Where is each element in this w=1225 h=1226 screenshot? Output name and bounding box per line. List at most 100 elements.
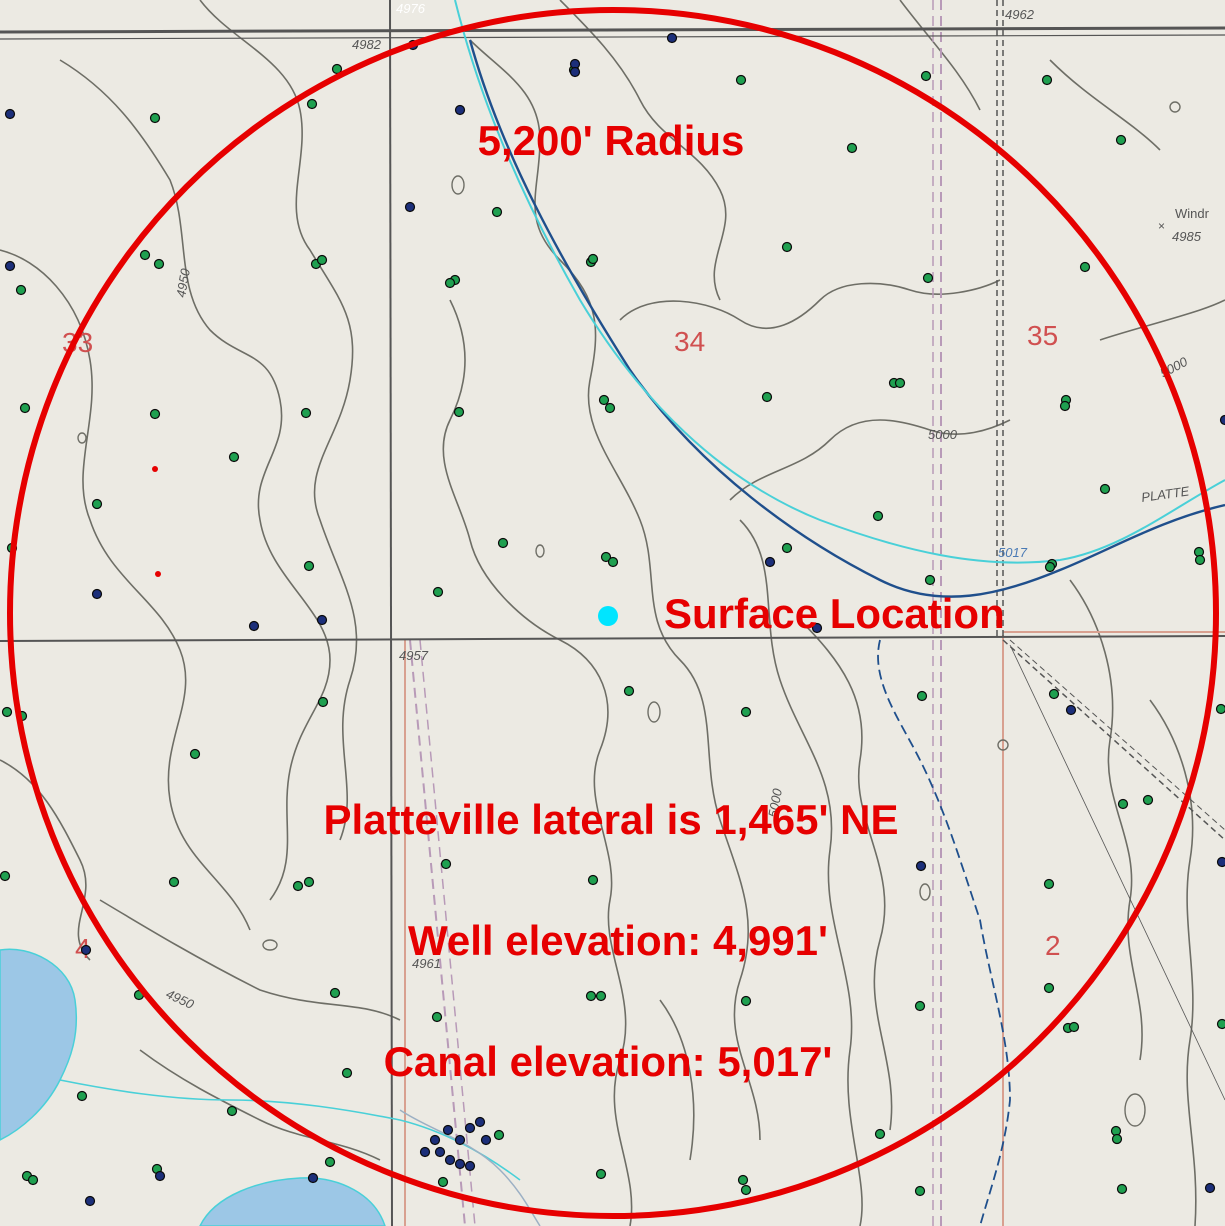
well-point[interactable] [1065,704,1077,716]
well-point[interactable] [1204,1182,1216,1194]
well-point[interactable] [149,112,161,124]
well-point[interactable] [924,574,936,586]
well-point[interactable] [437,1176,449,1188]
well-point[interactable] [4,260,16,272]
surface-location-marker[interactable] [598,606,618,626]
well-point[interactable] [317,696,329,708]
well-point[interactable] [454,104,466,116]
well-point[interactable] [846,142,858,154]
well-point[interactable] [153,258,165,270]
well-point[interactable] [431,1011,443,1023]
well-point[interactable] [1115,134,1127,146]
well-point[interactable] [1116,1183,1128,1195]
well-point[interactable] [248,620,260,632]
well-point[interactable] [429,1134,441,1146]
well-point[interactable] [316,614,328,626]
well-point[interactable] [915,860,927,872]
well-point[interactable] [91,498,103,510]
well-point[interactable] [1079,261,1091,273]
well-point[interactable] [292,880,304,892]
well-point[interactable] [1194,554,1206,566]
well-point[interactable] [15,284,27,296]
well-point[interactable] [497,537,509,549]
well-point[interactable] [894,377,906,389]
radius-circle[interactable] [7,7,1219,1219]
well-point[interactable] [585,990,597,1002]
well-point[interactable] [1041,74,1053,86]
well-point[interactable] [623,685,635,697]
well-point[interactable] [27,1174,39,1186]
well-point[interactable] [1043,878,1055,890]
well-point[interactable] [316,254,328,266]
well-point[interactable] [587,874,599,886]
well-point[interactable] [453,406,465,418]
well-point[interactable] [324,1156,336,1168]
well-point[interactable] [811,622,823,634]
well-point[interactable] [1099,483,1111,495]
well-point[interactable] [442,1124,454,1136]
well-point[interactable] [329,987,341,999]
well-point[interactable] [404,201,416,213]
well-point[interactable] [781,241,793,253]
well-point[interactable] [740,995,752,1007]
well-point[interactable] [737,1174,749,1186]
well-point[interactable] [761,391,773,403]
well-point[interactable] [1059,400,1071,412]
well-point[interactable] [303,876,315,888]
well-point[interactable] [444,1154,456,1166]
well-point[interactable] [1142,794,1154,806]
well-point[interactable] [1216,1018,1225,1030]
well-point[interactable] [1216,856,1225,868]
well-point[interactable] [735,74,747,86]
well-point[interactable] [740,706,752,718]
well-point[interactable] [1068,1021,1080,1033]
well-point[interactable] [434,1146,446,1158]
well-point[interactable] [91,588,103,600]
well-point[interactable] [464,1122,476,1134]
well-point[interactable] [84,1195,96,1207]
well-point[interactable] [154,1170,166,1182]
well-point[interactable] [19,402,31,414]
well-point[interactable] [226,1105,238,1117]
well-point[interactable] [80,944,92,956]
well-point[interactable] [228,451,240,463]
well-point[interactable] [781,542,793,554]
well-point[interactable] [1044,561,1056,573]
well-point[interactable] [331,63,343,75]
well-point[interactable] [454,1158,466,1170]
well-point[interactable] [1215,703,1225,715]
well-point[interactable] [76,1090,88,1102]
well-point[interactable] [666,32,678,44]
well-point[interactable] [480,1134,492,1146]
well-point[interactable] [189,748,201,760]
well-point[interactable] [419,1146,431,1158]
well-point[interactable] [1111,1133,1123,1145]
well-point[interactable] [914,1000,926,1012]
well-point[interactable] [432,586,444,598]
well-point[interactable] [440,858,452,870]
well-point[interactable] [595,990,607,1002]
well-point[interactable] [598,394,610,406]
well-point[interactable] [1219,414,1225,426]
well-point[interactable] [1043,982,1055,994]
well-point[interactable] [600,551,612,563]
well-point[interactable] [920,70,932,82]
well-point[interactable] [306,98,318,110]
well-point[interactable] [4,108,16,120]
well-point[interactable] [916,690,928,702]
well-point[interactable] [149,408,161,420]
well-point[interactable] [1048,688,1060,700]
well-point[interactable] [922,272,934,284]
well-point[interactable] [607,556,619,568]
well-point[interactable] [764,556,776,568]
well-point[interactable] [303,560,315,572]
well-point[interactable] [914,1185,926,1197]
well-point[interactable] [493,1129,505,1141]
well-point[interactable] [474,1116,486,1128]
well-point[interactable] [0,870,11,882]
well-point[interactable] [595,1168,607,1180]
well-point[interactable] [341,1067,353,1079]
well-point[interactable] [1117,798,1129,810]
well-point[interactable] [307,1172,319,1184]
well-point[interactable] [740,1184,752,1196]
